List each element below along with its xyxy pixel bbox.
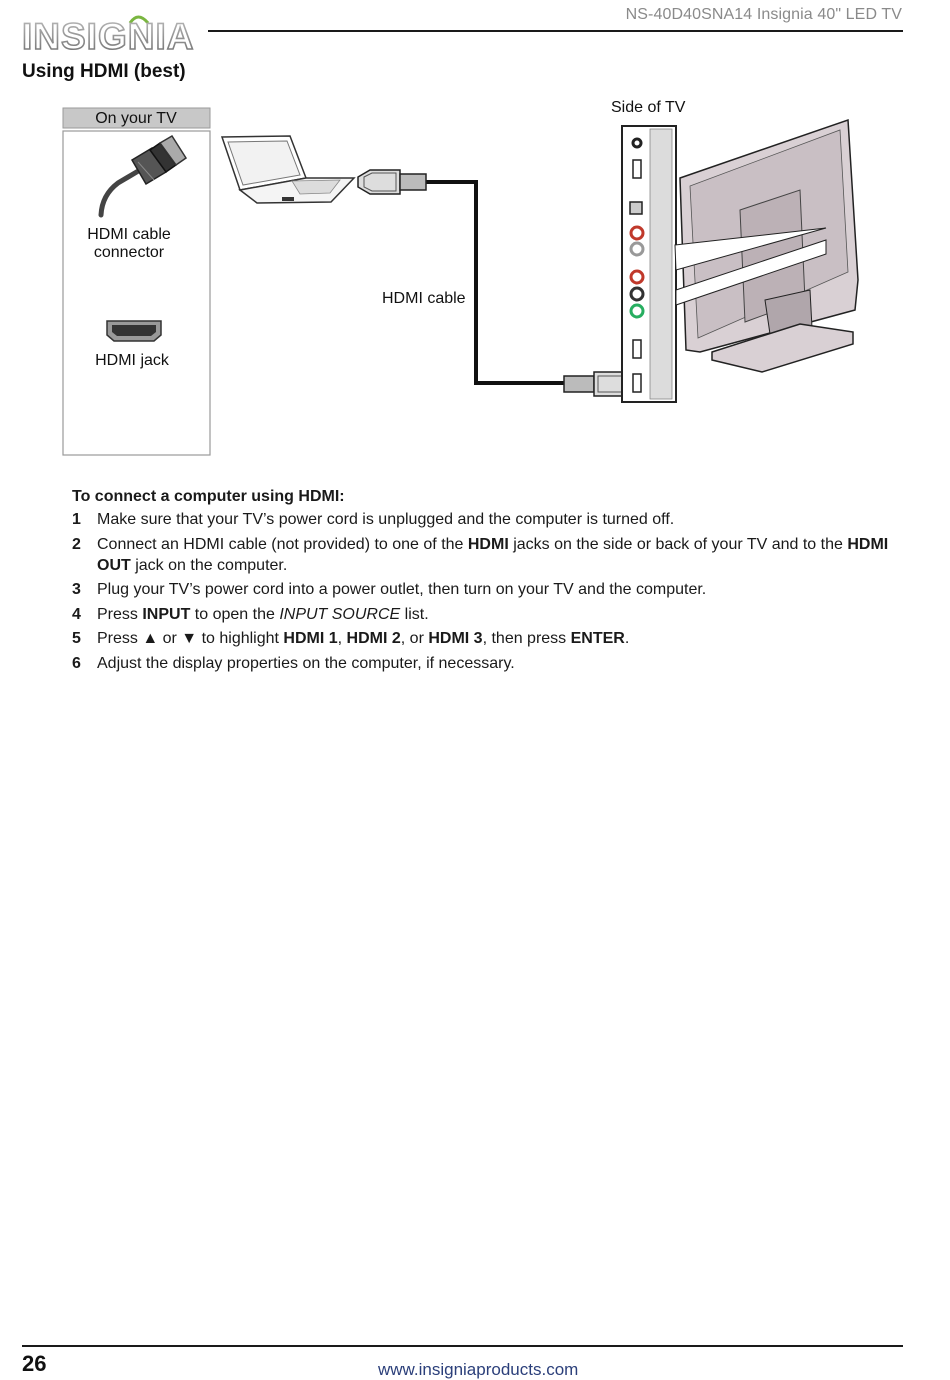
component-r-jack-icon: [629, 269, 645, 285]
step-text: Adjust the display properties on the com…: [97, 654, 515, 672]
av-audio-r-jack-icon: [629, 225, 645, 241]
page-number: 26: [22, 1351, 47, 1376]
step-number: 5: [72, 630, 81, 647]
hdmi-port-2-icon: [632, 373, 642, 393]
website-link[interactable]: www.insigniaproducts.com: [378, 1360, 579, 1379]
hdmi-plug-icon: [98, 134, 188, 218]
instructions-heading: To connect a computer using HDMI:: [72, 488, 345, 505]
component-pb-jack-icon: [629, 286, 645, 302]
tv-side-panel: [621, 125, 677, 403]
step-number: 2: [72, 535, 81, 553]
cable-label: HDMI cable: [382, 290, 466, 307]
header-divider: [208, 30, 903, 32]
step-5: 5 Press ▲ or ▼ to highlight HDMI 1, HDMI…: [72, 628, 904, 649]
step-text: Press ▲ or ▼ to highlight HDMI 1, HDMI 2…: [97, 630, 630, 647]
step-number: 4: [72, 605, 81, 623]
insignia-logo: INSIGNIA: [22, 15, 194, 54]
step-number: 1: [72, 511, 81, 528]
hdmi-connection-diagram: On your TV HDMI cable connector HDMI jac…: [62, 99, 859, 456]
component-y-jack-icon: [629, 303, 645, 319]
audio-out-jack-icon: [631, 137, 643, 149]
step-3: 3 Plug your TV’s power cord into a power…: [72, 579, 904, 600]
legend-header: On your TV: [95, 110, 177, 127]
step-number: 6: [72, 654, 81, 672]
step-1: 1 Make sure that your TV’s power cord is…: [72, 509, 904, 530]
cable-connector-label-line2: connector: [94, 244, 165, 261]
step-text: Plug your TV’s power cord into a power o…: [97, 581, 707, 598]
logo-swoosh: [128, 15, 150, 25]
step-text: Press INPUT to open the INPUT SOURCE lis…: [97, 605, 429, 623]
step-number: 3: [72, 581, 81, 598]
hdmi-cable: [357, 169, 637, 397]
cable-connector-label-line1: HDMI cable: [87, 226, 171, 243]
laptop-icon: [220, 135, 356, 204]
section-title: Using HDMI (best): [22, 61, 186, 82]
hdmi-port-3-icon: [632, 339, 642, 359]
hdmi-jack-icon: [106, 320, 162, 342]
step-text: Connect an HDMI cable (not provided) to …: [97, 535, 889, 574]
step-text: Make sure that your TV’s power cord is u…: [97, 511, 675, 528]
step-4: 4 Press INPUT to open the INPUT SOURCE l…: [72, 604, 904, 625]
jack-label: HDMI jack: [95, 352, 170, 369]
usb-port-icon: [632, 159, 642, 179]
digital-output-icon: [629, 201, 643, 215]
footer-divider: [22, 1345, 903, 1347]
side-of-tv-label: Side of TV: [611, 99, 686, 116]
av-audio-l-jack-icon: [629, 241, 645, 257]
tv-rear-illustration: [674, 118, 859, 373]
document-title: NS-40D40SNA14 Insignia 40" LED TV: [625, 6, 902, 23]
logo-text: INSIGNIA: [22, 16, 194, 54]
legend-box: On your TV: [62, 107, 211, 456]
step-6: 6 Adjust the display properties on the c…: [72, 653, 904, 674]
step-2: 2 Connect an HDMI cable (not provided) t…: [72, 534, 904, 576]
instructions: To connect a computer using HDMI: 1 Make…: [72, 486, 904, 677]
